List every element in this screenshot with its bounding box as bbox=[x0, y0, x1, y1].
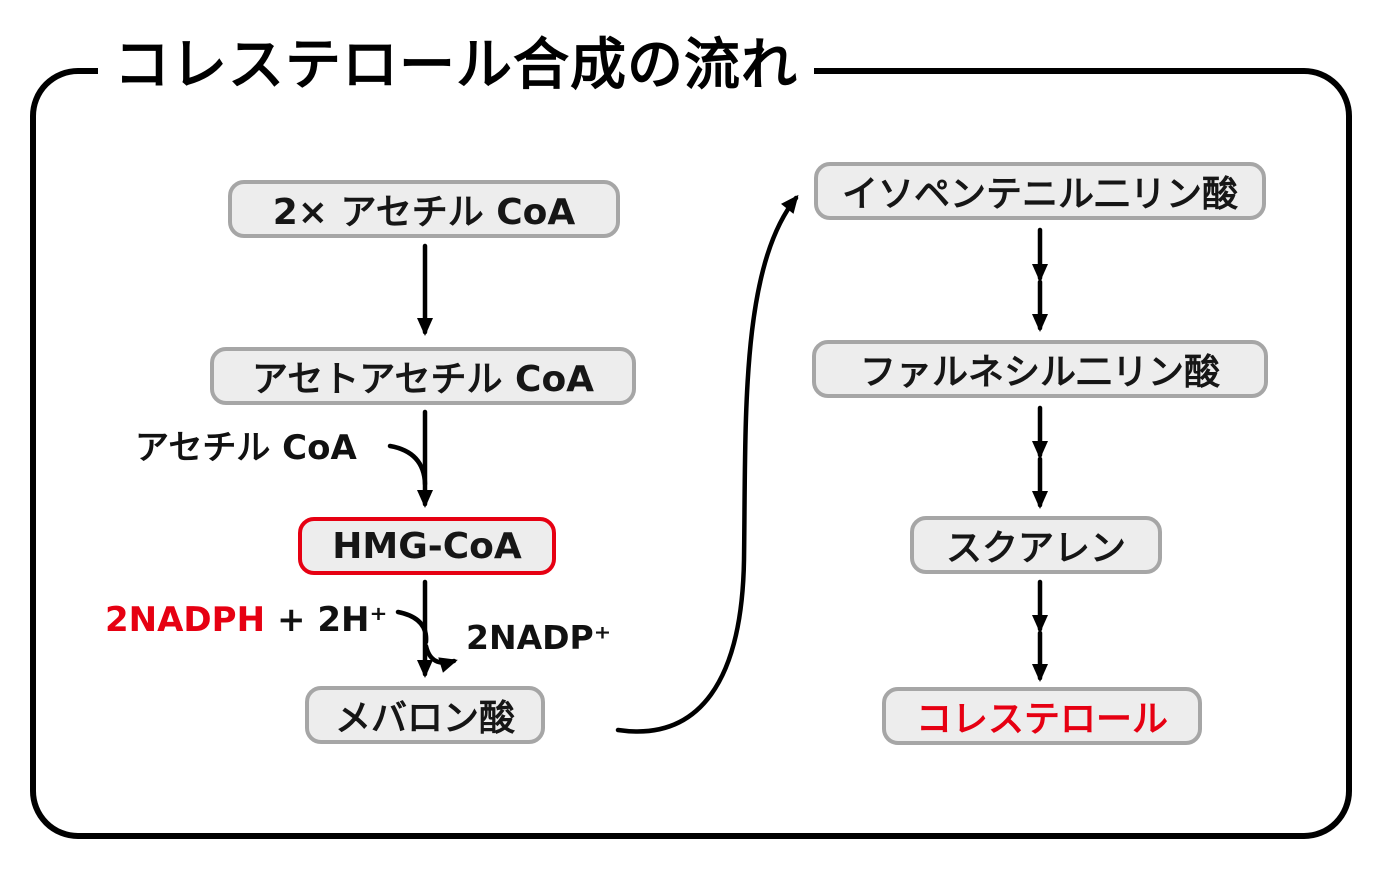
arrow-acetylcoa-merge-curve bbox=[387, 443, 428, 487]
node-acetoacetyl-coa: アセトアセチル CoA bbox=[210, 347, 636, 405]
label-nadp-output: 2NADP⁺ bbox=[466, 618, 612, 657]
node-squalene: スクアレン bbox=[910, 516, 1162, 574]
arrow-mevalonate-to-isopentenyl bbox=[615, 194, 799, 734]
node-acetyl-coa-2x: 2× アセチル CoA bbox=[228, 180, 620, 238]
arrow-nadp-branch-curve bbox=[423, 643, 458, 673]
node-farnesyl-diphosphate: ファルネシル二リン酸 bbox=[812, 340, 1268, 398]
label-2nadph: 2NADPH bbox=[105, 600, 266, 640]
node-hmg-coa: HMG-CoA bbox=[298, 517, 556, 575]
node-cholesterol: コレステロール bbox=[882, 687, 1202, 745]
label-nadph-input: 2NADPH + 2H⁺ bbox=[105, 600, 387, 641]
node-isopentenyl-diphosphate: イソペンテニル二リン酸 bbox=[814, 162, 1266, 220]
label-2h-plus: + 2H⁺ bbox=[277, 600, 388, 640]
arrow-nadph-merge-curve bbox=[395, 609, 429, 645]
label-acetyl-coa-input: アセチル CoA bbox=[135, 428, 357, 468]
node-mevalonate: メバロン酸 bbox=[305, 686, 545, 744]
diagram-title: コレステロール合成の流れ bbox=[98, 33, 814, 99]
